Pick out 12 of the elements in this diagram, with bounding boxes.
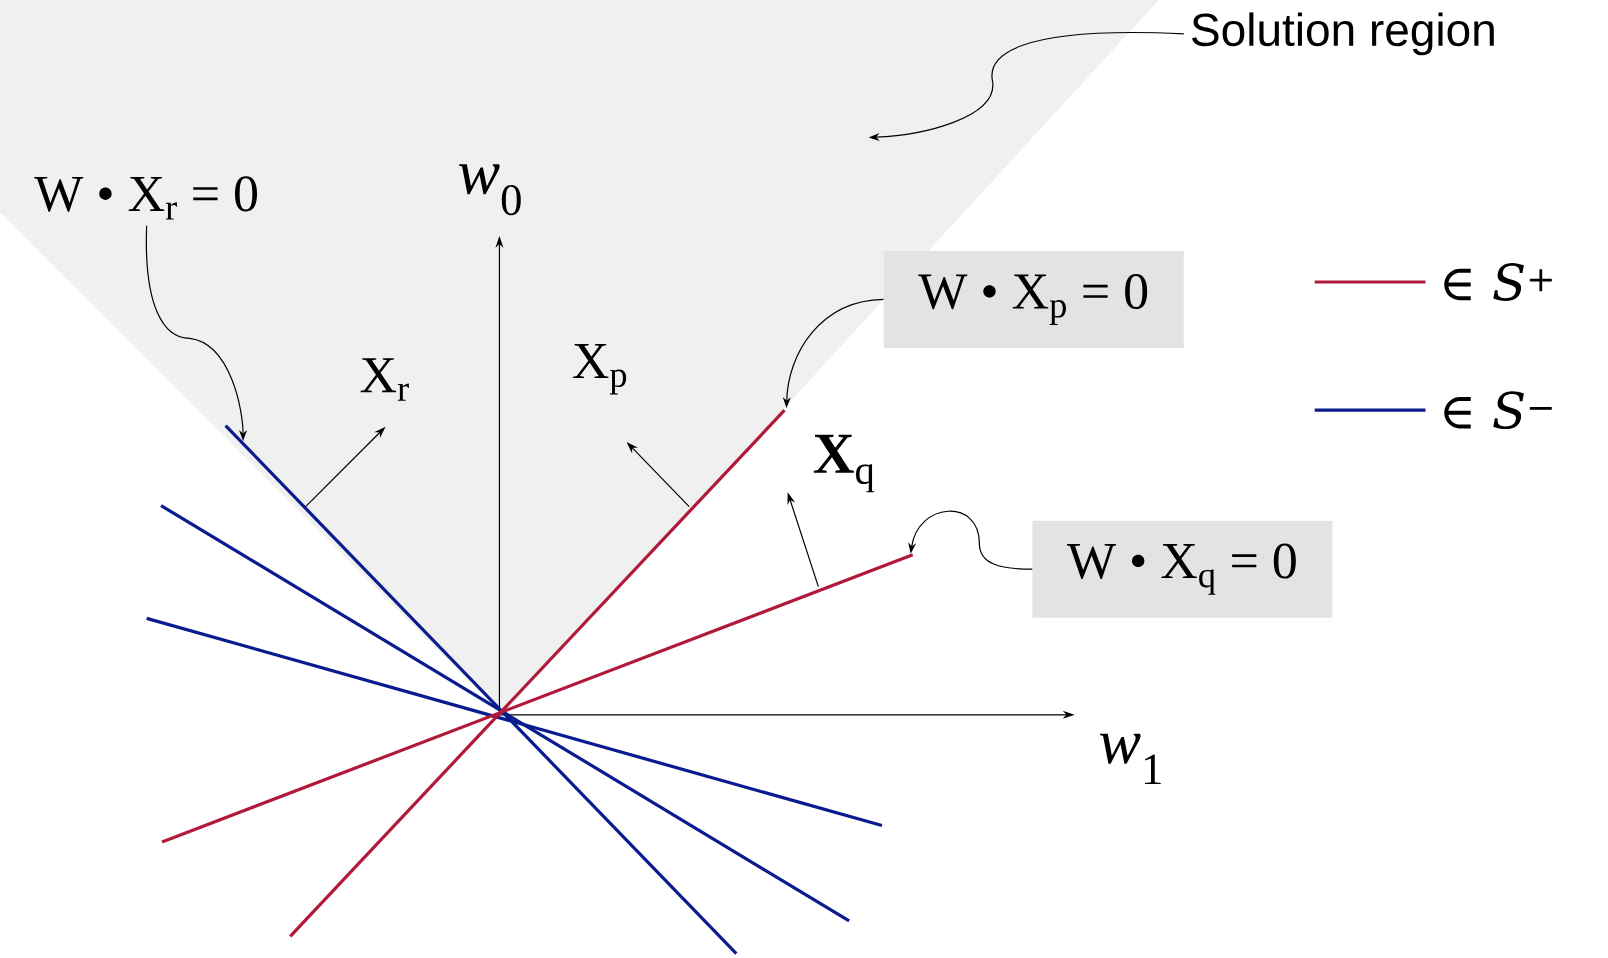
axis-label: w$_{1}$ <box>1099 733 1161 785</box>
vector-label: X$_{r}$ <box>360 358 409 401</box>
vector-label: X$_{p}$ <box>572 344 627 395</box>
formula-box: W • X$_{q}$ = 0 <box>1032 520 1333 618</box>
leader-line <box>908 510 1033 570</box>
axis-label: w$_{0}$ <box>458 164 521 216</box>
vector-label: X$_{q}$ <box>813 434 875 493</box>
legend-label: ∈ S$^{−}$ <box>1444 391 1552 430</box>
formula-box: W • X$_{p}$ = 0 <box>883 251 1184 349</box>
text-label: Solution region <box>1192 12 1494 56</box>
legend-label: ∈ S$^{+}$ <box>1444 263 1552 301</box>
text-label: W • X$_{r}$ = 0 <box>34 176 257 220</box>
